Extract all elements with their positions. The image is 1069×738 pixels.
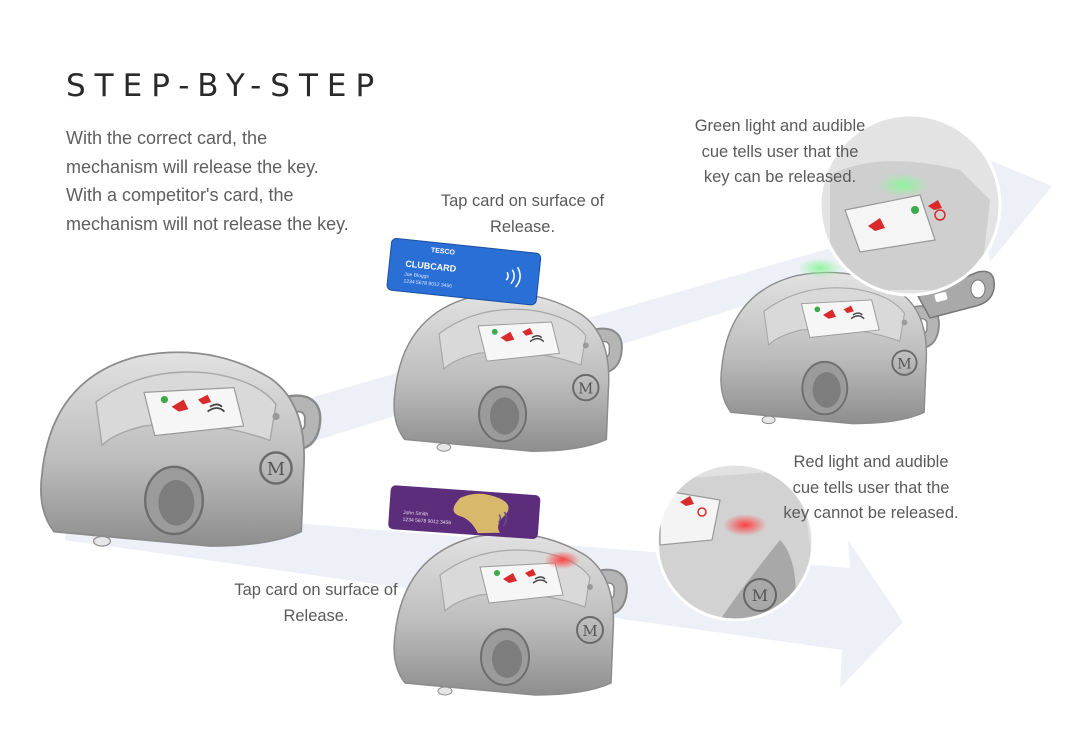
red-light-device xyxy=(544,551,580,569)
red-light xyxy=(723,514,767,536)
device-large xyxy=(39,351,322,548)
tesco-card-number: 1234 5678 9012 3456 xyxy=(403,278,452,289)
competitor-card-number: 1234 5678 9012 3456 xyxy=(402,517,451,526)
zoom-red: M xyxy=(655,462,815,622)
key xyxy=(916,270,995,319)
page-title: STEP-BY-STEP xyxy=(66,68,384,104)
contactless-icon xyxy=(498,511,508,527)
intro-text: With the correct card, the mechanism wil… xyxy=(66,128,349,234)
tesco-brand: TESCO xyxy=(431,247,456,257)
caption-red-light: Red light and audible cue tells user tha… xyxy=(783,453,959,522)
competitor-card: John Smith 1234 5678 9012 3456 xyxy=(388,485,541,540)
green-light xyxy=(877,173,929,197)
caption-tap-card-bottom: Tap card on surface of Release. xyxy=(234,581,398,625)
zoom-green xyxy=(818,113,1002,297)
tesco-card-holder: Joe Bloggs xyxy=(404,271,430,280)
green-light-device xyxy=(798,258,842,278)
caption-tap-card-top: Tap card on surface of Release. xyxy=(440,192,605,236)
contactless-icon xyxy=(505,266,521,288)
competitor-card-holder: John Smith xyxy=(403,510,429,518)
device-top-middle xyxy=(393,292,623,453)
zoom-red-logo-text: M xyxy=(752,586,768,605)
caption-green-light: Green light and audible cue tells user t… xyxy=(694,117,866,186)
tesco-clubcard: TESCO CLUBCARD Joe Bloggs 1234 5678 9012… xyxy=(386,237,542,306)
